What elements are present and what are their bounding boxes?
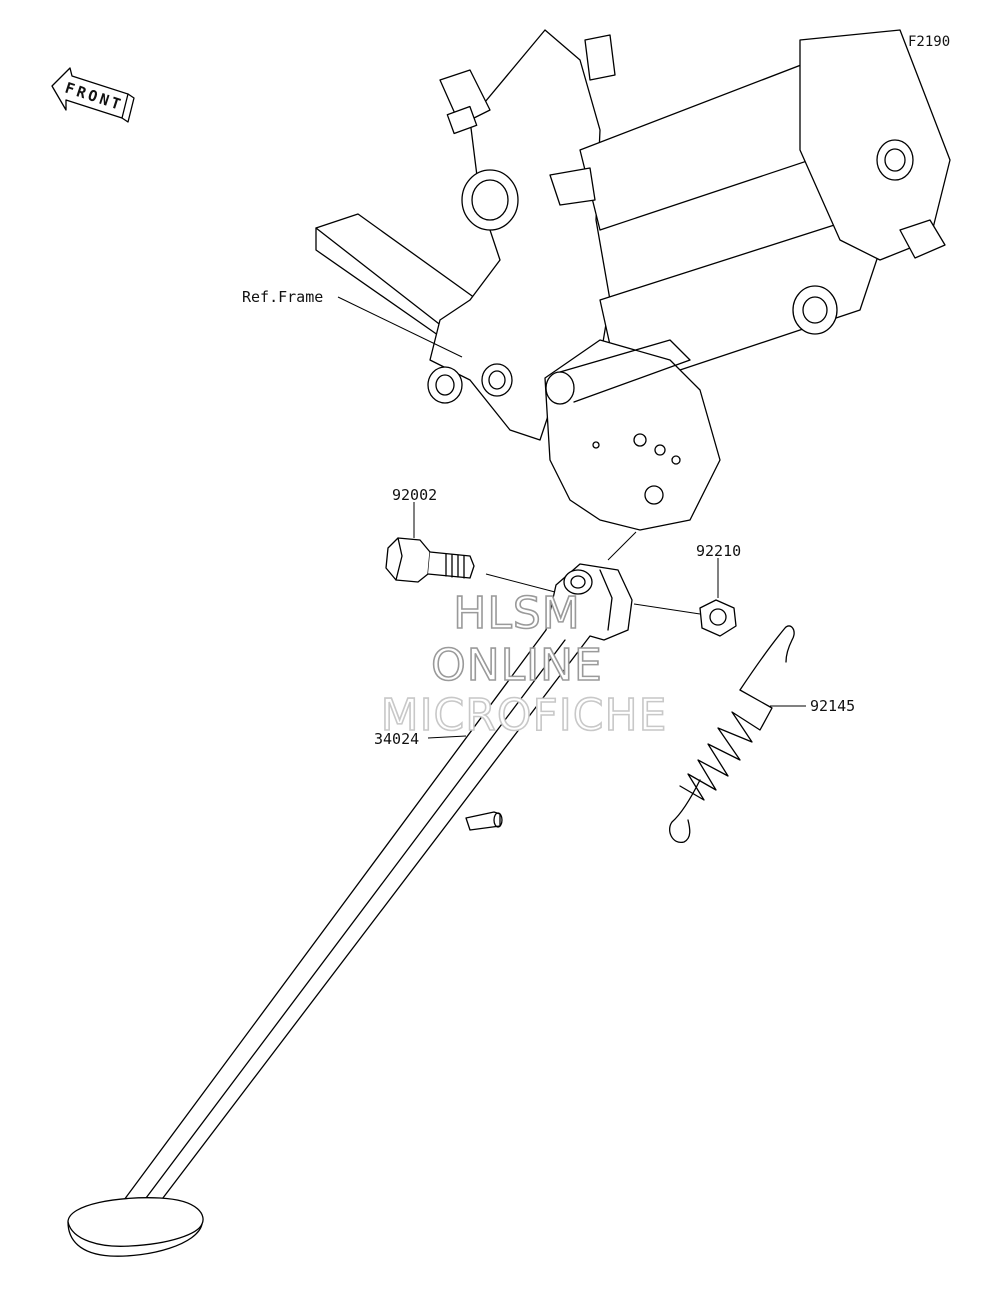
front-arrow-icon: FRONT <box>51 67 135 123</box>
ref-frame-label: Ref.Frame <box>242 288 323 306</box>
watermark-line2: ONLINE <box>431 640 603 691</box>
diagram-code: F2190 <box>908 34 950 50</box>
frame-assembly: Ref.Frame <box>242 29 951 531</box>
watermark-line3: MICROFICHE <box>381 690 668 741</box>
part-number-92210: 92210 <box>696 542 741 560</box>
part-number-92002: 92002 <box>392 486 437 504</box>
watermark: HLSM ONLINE MICROFICHE <box>380 587 668 742</box>
part-number-92145: 92145 <box>810 697 855 715</box>
nut-92210[interactable]: 92210 <box>633 542 741 637</box>
part-number-34024: 34024 <box>374 730 419 748</box>
spring-92145[interactable]: 92145 <box>669 625 856 843</box>
bolt-92002[interactable]: 92002 <box>385 486 579 599</box>
watermark-line1: HLSM <box>453 588 581 639</box>
side-stand-34024[interactable]: 34024 <box>67 531 637 1257</box>
